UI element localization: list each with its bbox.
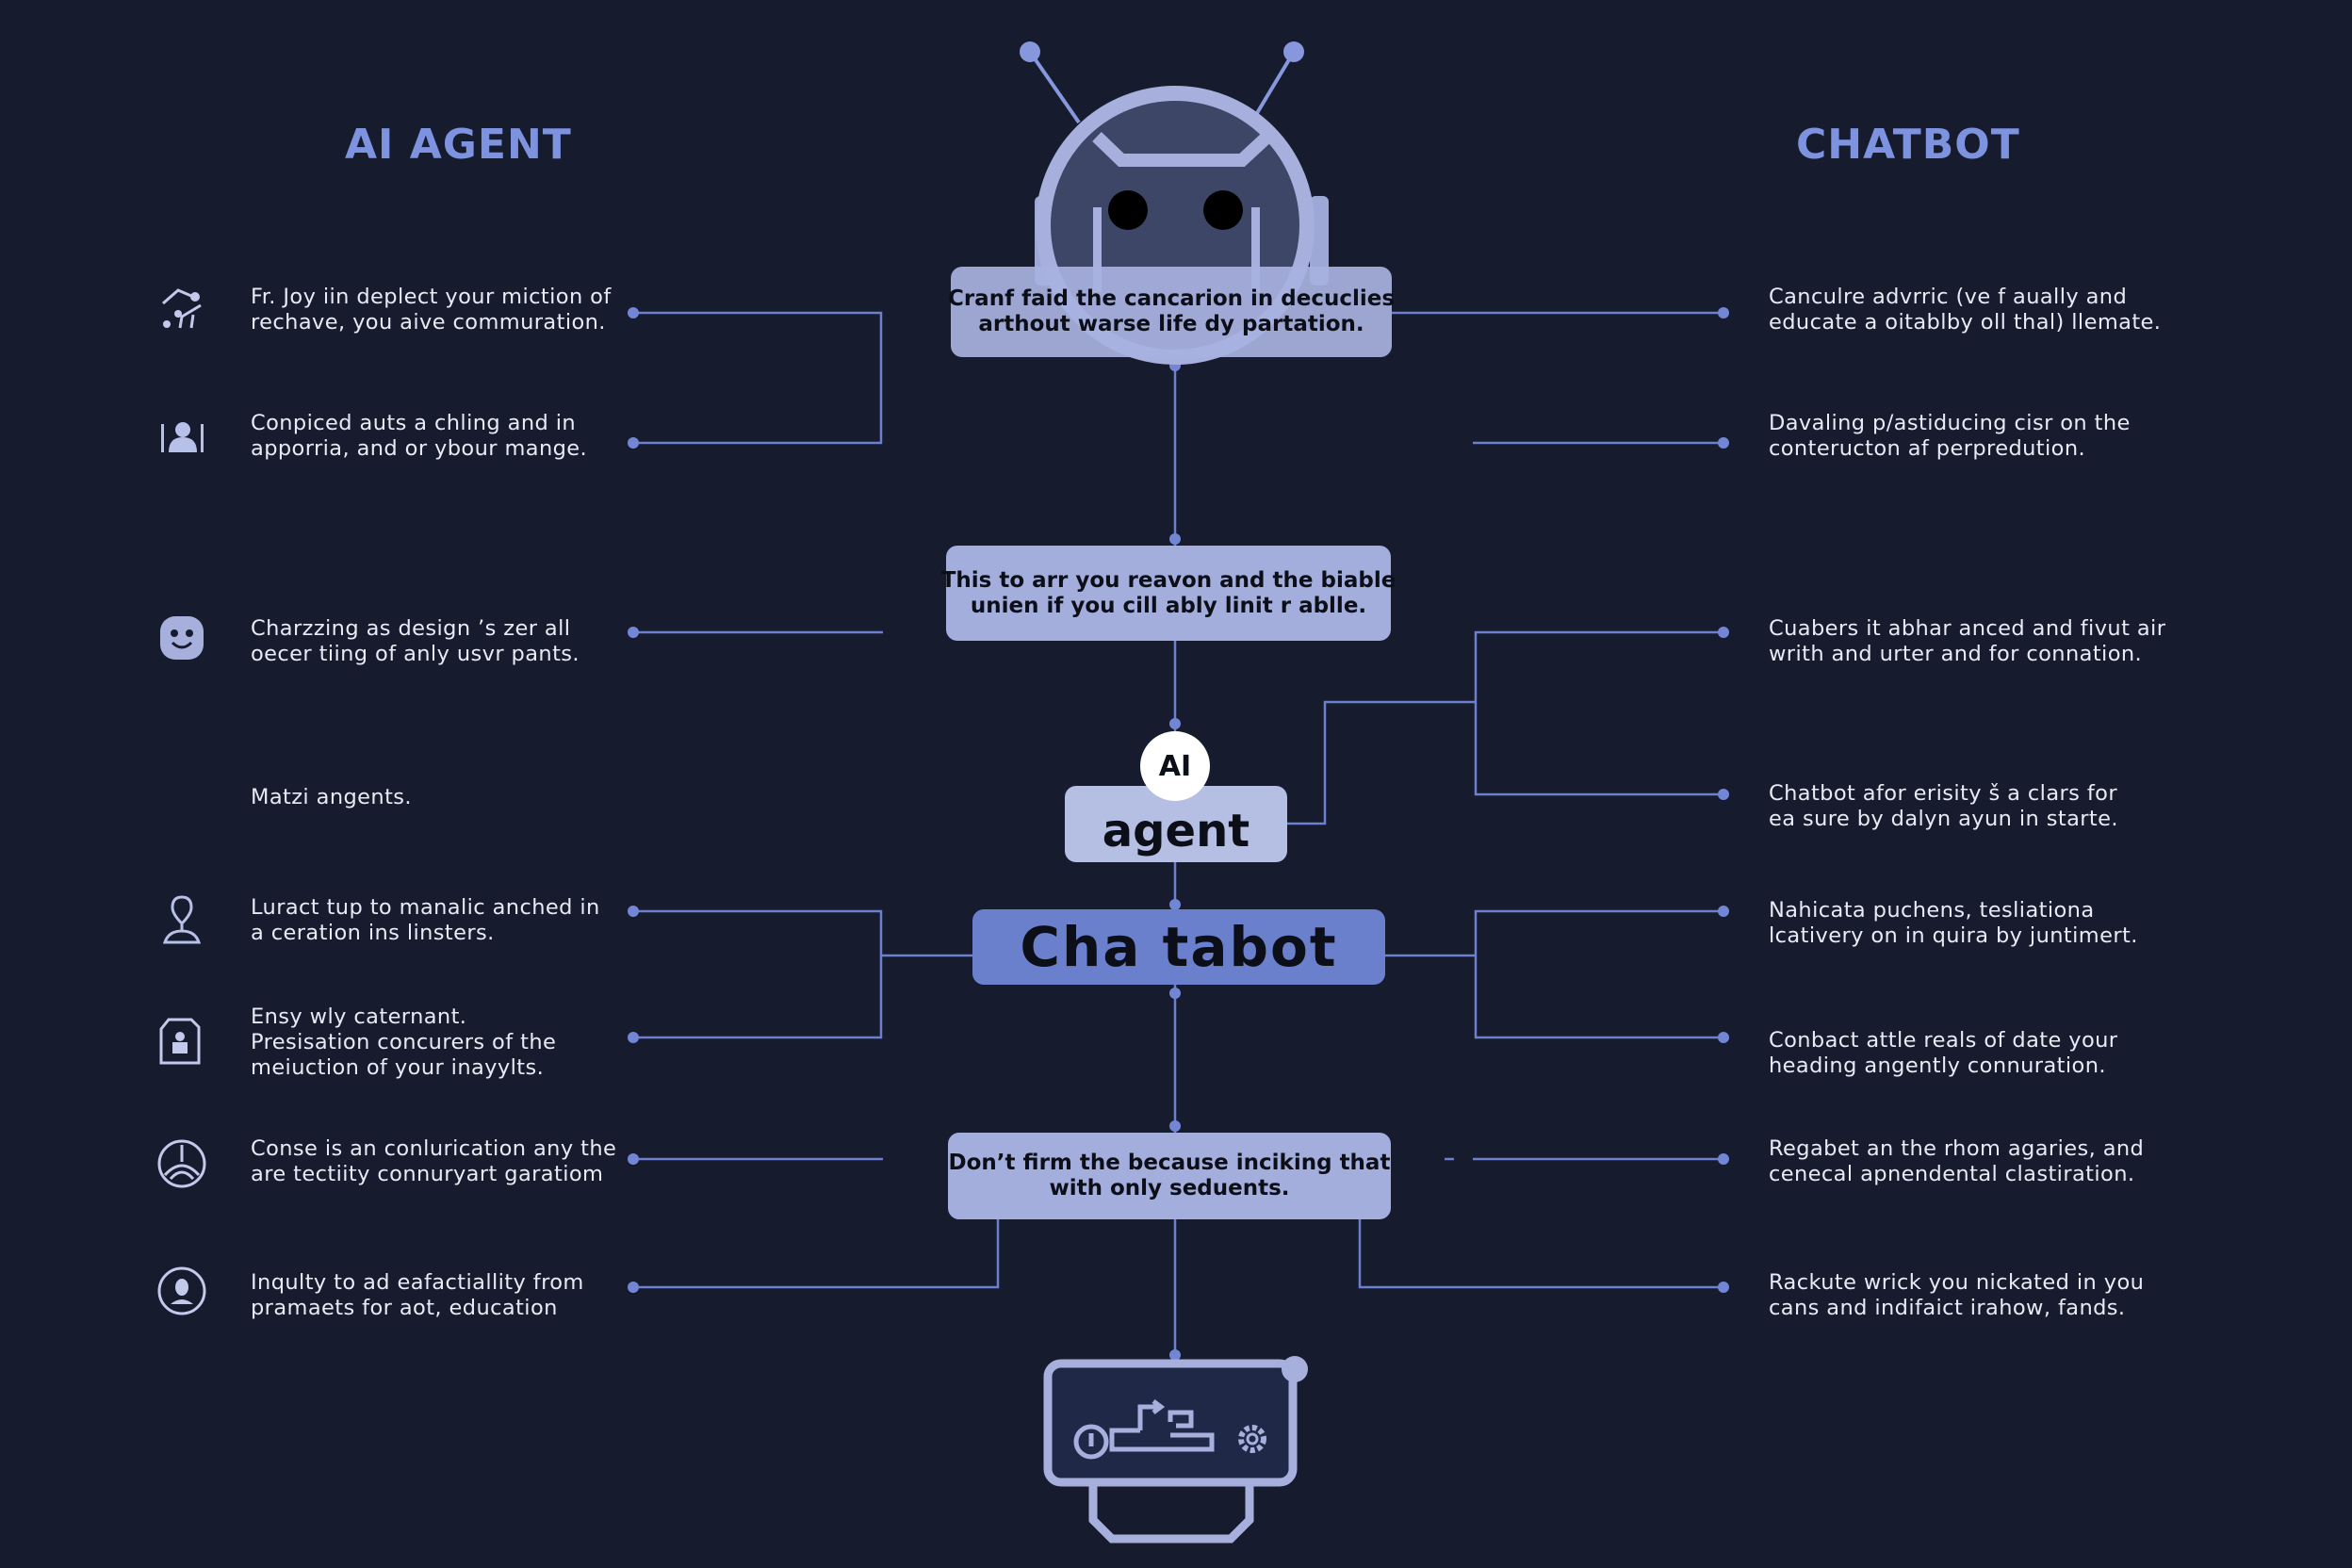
item-line: Fr. Joy iin deplect your miction of — [251, 285, 612, 309]
monitor-device — [1043, 1356, 1308, 1544]
agent-label: agent — [1102, 804, 1250, 858]
chatbot-item-2: Davaling p/astiducing cisr on the conter… — [1769, 411, 2131, 462]
profile-document-icon — [159, 1018, 201, 1065]
item-line: Canculre advrric (ve f aually and — [1769, 285, 2128, 309]
box-line: unien if you cill ably linit r ablle. — [970, 593, 1367, 618]
item-line: pramaets for aot, education — [251, 1296, 558, 1320]
item-line: Davaling p/astiducing cisr on the — [1769, 411, 2131, 435]
agent-item-3: Charzzing as design ’s zer all oecer tii… — [251, 616, 580, 667]
network-home-icon — [162, 288, 202, 329]
agent-item-6: Ensy wly caternant. Presisation concurer… — [251, 1004, 556, 1081]
box-line: Cranf faid the cancarion in decuclies — [947, 286, 1396, 311]
item-line: meiuction of your inayylts. — [251, 1055, 545, 1080]
item-line: Regabet an the rhom agaries, and — [1769, 1136, 2145, 1161]
item-line: Luract tup to manalic anched in — [251, 895, 600, 920]
gear-icon — [1238, 1425, 1266, 1453]
item-line: Presisation concurers of the — [251, 1030, 557, 1054]
chatbot-item-1: Canculre advrric (ve f aually and educat… — [1769, 285, 2161, 335]
chatbot-box: Cha tabot — [972, 909, 1385, 985]
box-line: with only seduents. — [1049, 1176, 1290, 1200]
agent-item-7: Conse is an conlurication any the are te… — [251, 1136, 616, 1187]
item-line: are tectiity connuryart garatiom — [251, 1162, 604, 1186]
item-line: educate a oitablby oll thal) llemate. — [1769, 310, 2162, 335]
chatbot-item-8: Rackute wrick you nickated in you cans a… — [1769, 1270, 2144, 1321]
location-pin-icon — [162, 895, 202, 944]
agent-item-5: Luract tup to manalic anched in a cerati… — [251, 895, 600, 946]
item-line: apporria, and or ybour mange. — [251, 436, 588, 461]
compass-wheel-icon — [157, 1139, 206, 1188]
agent-item-2: Conpiced auts a chling and in apporria, … — [251, 411, 587, 462]
ai-agent-title: AI AGENT — [345, 121, 572, 169]
workflow-icon — [1109, 1399, 1215, 1452]
item-line: Rackute wrick you nickated in you — [1769, 1270, 2145, 1295]
box-line: This to arr you reavon and the biable — [940, 567, 1396, 593]
item-line: Chatbot afor erisity š a clars for — [1769, 781, 2117, 806]
user-frame-icon — [161, 422, 204, 452]
agent-item-1: Fr. Joy iin deplect your miction of rech… — [251, 285, 612, 335]
chatbot-title: CHATBOT — [1796, 121, 2020, 169]
item-line: oecer tiing of anly usvr pants. — [251, 642, 580, 666]
user-circle-icon — [157, 1266, 206, 1315]
chatbot-item-7: Regabet an the rhom agaries, and cenecal… — [1769, 1136, 2144, 1187]
second-center-box: This to arr you reavon and the biable un… — [941, 546, 1396, 641]
item-line: ea sure by dalyn ayun in starte. — [1769, 807, 2118, 831]
chatbot-item-6: Conbact attle reals of date your heading… — [1769, 1028, 2117, 1079]
top-center-box: Cranf faid the cancarion in decuclies ar… — [947, 267, 1396, 357]
item-line: cenecal apnendental clastiration. — [1769, 1162, 2135, 1186]
item-line: Conpiced auts a chling and in — [251, 411, 577, 435]
item-line: Inqulty to ad eafactiallity from — [251, 1270, 584, 1295]
item-line: heading angently connuration. — [1769, 1054, 2106, 1078]
bottom-center-box: Don’t firm the because inciking that wit… — [948, 1133, 1391, 1219]
box-line: arthout warse life dy partation. — [978, 312, 1364, 336]
item-line: Matzi angents. — [251, 785, 412, 809]
agent-item-4: Matzi angents. — [251, 785, 412, 810]
agent-item-8: Inqulty to ad eafactiallity from pramaet… — [251, 1270, 584, 1321]
item-line: lcativery on in quira by juntimert. — [1769, 923, 2138, 948]
item-line: Charzzing as design ’s zer all — [251, 616, 571, 641]
item-line: Cuabers it abhar anced and fivut air — [1769, 616, 2166, 641]
item-line: Conse is an conlurication any the — [251, 1136, 617, 1161]
power-icon — [1073, 1424, 1109, 1460]
chatbot-item-4: Chatbot afor erisity š a clars for ea su… — [1769, 781, 2118, 832]
item-line: cans and indifaict irahow, fands. — [1769, 1296, 2126, 1320]
robot-face-icon — [160, 616, 204, 660]
item-line: rechave, you aive commuration. — [251, 310, 606, 335]
chatbot-item-5: Nahicata puchens, tesliationa lcativery … — [1769, 898, 2138, 949]
ai-badge: AI — [1140, 731, 1210, 801]
item-line: Ensy wly caternant. — [251, 1004, 467, 1029]
item-line: Conbact attle reals of date your — [1769, 1028, 2118, 1053]
item-line: a ceration ins linsters. — [251, 921, 495, 945]
item-line: conteructon af perpredution. — [1769, 436, 2086, 461]
item-line: Nahicata puchens, tesliationa — [1769, 898, 2095, 923]
chatbot-item-3: Cuabers it abhar anced and fivut air wri… — [1769, 616, 2165, 667]
chatbot-label: Cha tabot — [1020, 915, 1338, 979]
item-line: writh and urter and for connation. — [1769, 642, 2143, 666]
box-line: Don’t firm the because inciking that — [948, 1151, 1391, 1175]
